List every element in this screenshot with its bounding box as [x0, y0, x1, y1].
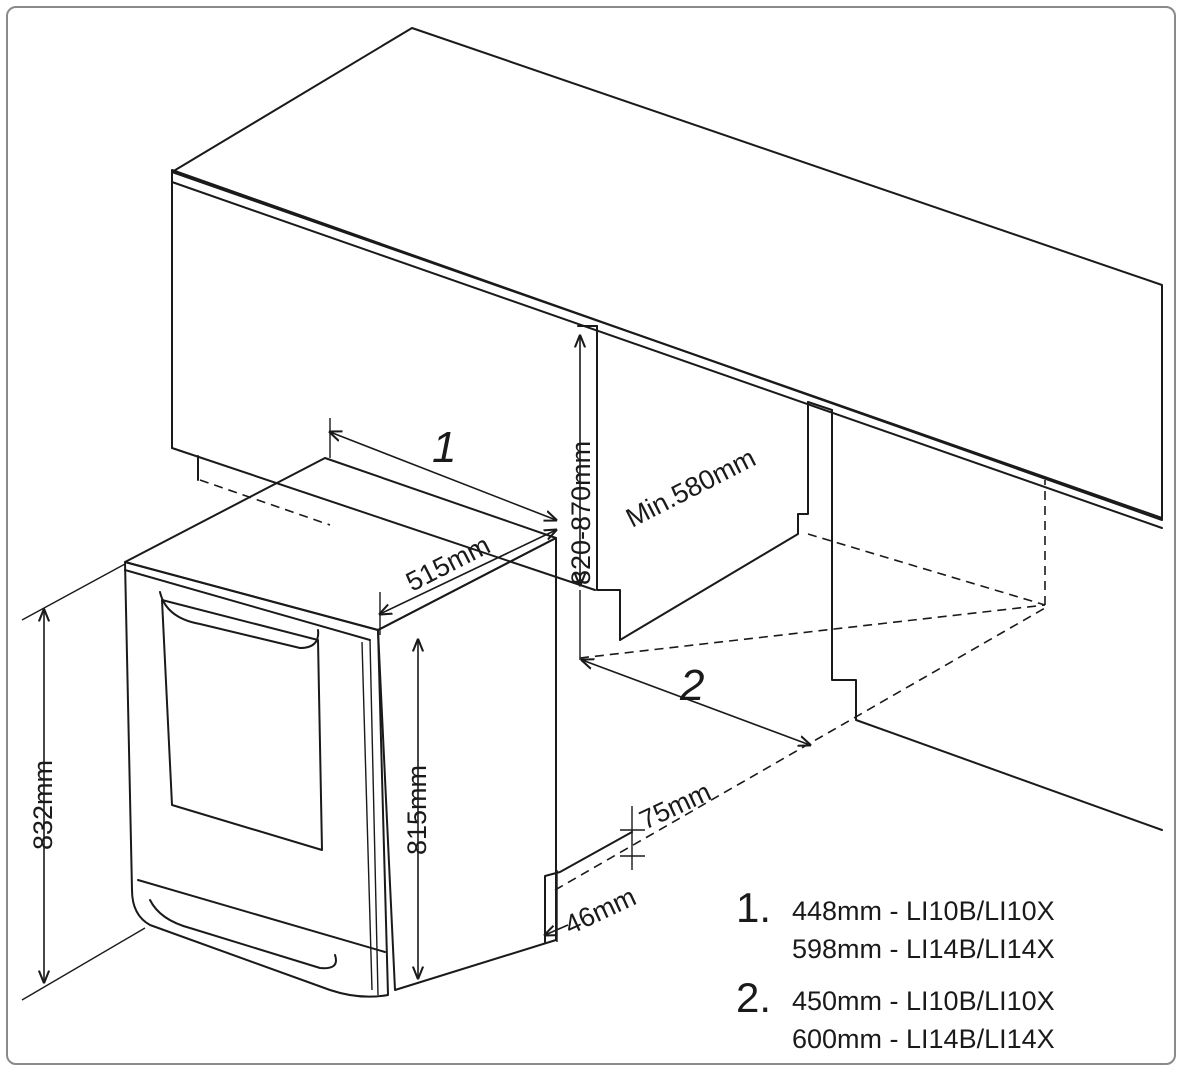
legend-1-number: 1. — [736, 884, 771, 931]
legend-1-line-1: 448mm - LI10B/LI10X — [792, 896, 1055, 926]
legend-2-line-1: 450mm - LI10B/LI10X — [792, 986, 1055, 1016]
plinth-height-label: 46mm — [560, 882, 641, 941]
dimension-832 — [21, 563, 146, 1001]
dimension-2 — [582, 660, 810, 745]
legend-2-line-2: 600mm - LI14B/LI14X — [792, 1024, 1055, 1054]
niche — [554, 325, 1163, 891]
plinth-gap-label: 75mm — [635, 777, 716, 836]
dimension-46 — [545, 924, 569, 935]
niche-height-label: 820-870mm — [566, 441, 596, 585]
appliance-height-label: 832mm — [28, 760, 58, 850]
left-cabinet — [171, 171, 596, 591]
worktop — [171, 27, 1163, 529]
body-height-label: 815mm — [402, 765, 432, 855]
niche-depth-label: Min.580mm — [621, 443, 760, 534]
marker-2: 2 — [679, 661, 704, 710]
legend: 1. 448mm - LI10B/LI10X 598mm - LI14B/LI1… — [736, 884, 1055, 1054]
legend-2-number: 2. — [736, 974, 771, 1021]
dimension-515 — [380, 530, 556, 635]
legend-1-line-2: 598mm - LI14B/LI14X — [792, 934, 1055, 964]
marker-1: 1 — [432, 423, 456, 472]
dishwasher — [124, 457, 557, 998]
dimension-1 — [330, 418, 556, 520]
